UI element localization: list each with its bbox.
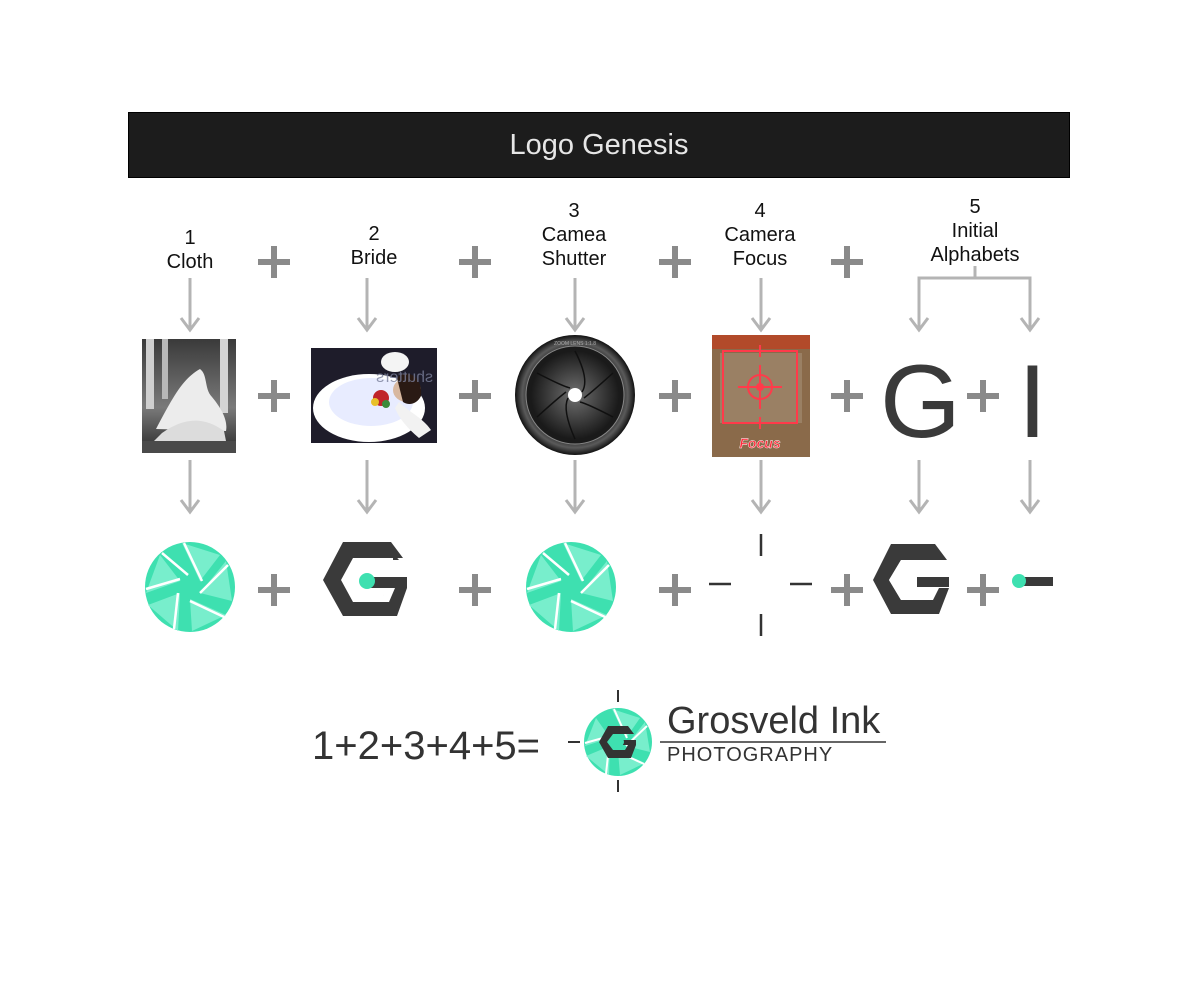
down-arrow-icon <box>179 460 201 515</box>
down-arrow-icon <box>750 278 772 333</box>
step-label: Camera Focus <box>724 224 796 270</box>
step-number: 1 <box>184 227 196 249</box>
letter-g: G <box>880 344 961 460</box>
plus-icon <box>659 246 691 278</box>
aperture-icon <box>526 542 616 632</box>
plus-icon <box>831 574 863 606</box>
down-arrow-icon <box>179 278 201 333</box>
step-label: Cloth <box>166 251 214 273</box>
down-arrow-icon <box>564 460 586 515</box>
step-label: Camea Shutter <box>541 224 607 270</box>
plus-icon <box>831 246 863 278</box>
step-number: 5 <box>969 196 981 218</box>
down-arrow-icon <box>564 278 586 333</box>
dot-bar-icon <box>1012 574 1053 588</box>
step-label: Initial Alphabets <box>930 220 1020 266</box>
plus-icon <box>459 380 491 412</box>
cloth-photo <box>142 339 236 453</box>
down-arrow-icon <box>356 460 378 515</box>
aperture-icon <box>145 542 235 632</box>
plus-icon <box>258 246 290 278</box>
step-number: 4 <box>754 200 766 222</box>
letter-i: I <box>1018 344 1047 460</box>
step-5-header: 5 Initial Alphabets <box>915 195 1035 267</box>
bracket-arrow-icon <box>908 266 1041 333</box>
plus-icon <box>967 574 999 606</box>
plus-icon <box>659 574 691 606</box>
plus-icon <box>831 380 863 412</box>
brand-tagline: PHOTOGRAPHY <box>667 744 834 766</box>
step-number: 3 <box>568 200 580 222</box>
step-number: 2 <box>368 223 380 245</box>
hexagon-g-icon <box>323 542 407 616</box>
plus-icon <box>258 574 290 606</box>
focus-caption: Focus <box>739 435 780 451</box>
final-logo-icon <box>568 690 886 792</box>
step-1-header: 1 Cloth <box>140 226 240 274</box>
step-3-header: 3 Camea Shutter <box>524 199 624 271</box>
camera-focus-photo: Focus <box>712 335 810 457</box>
watermark-text: shutters <box>376 369 433 386</box>
plus-icon <box>659 380 691 412</box>
title-banner: Logo Genesis <box>128 112 1070 178</box>
plus-icon <box>459 574 491 606</box>
brand-name: Grosveld Ink <box>667 700 881 742</box>
focus-crosshair-icon <box>709 534 812 636</box>
plus-icon <box>258 380 290 412</box>
down-arrow-icon <box>750 460 772 515</box>
hexagon-g-icon <box>873 544 949 614</box>
page-title: Logo Genesis <box>509 128 689 161</box>
step-2-header: 2 Bride <box>324 222 424 270</box>
step-4-header: 4 Camera Focus <box>710 199 810 271</box>
step-label: Bride <box>350 247 398 269</box>
equation-text: 1+2+3+4+5= <box>312 724 541 768</box>
down-arrow-icon <box>908 460 930 515</box>
down-arrow-icon <box>356 278 378 333</box>
down-arrow-icon <box>1019 460 1041 515</box>
bride-photo: shutters <box>311 348 437 443</box>
plus-icon <box>967 380 999 412</box>
plus-icon <box>459 246 491 278</box>
